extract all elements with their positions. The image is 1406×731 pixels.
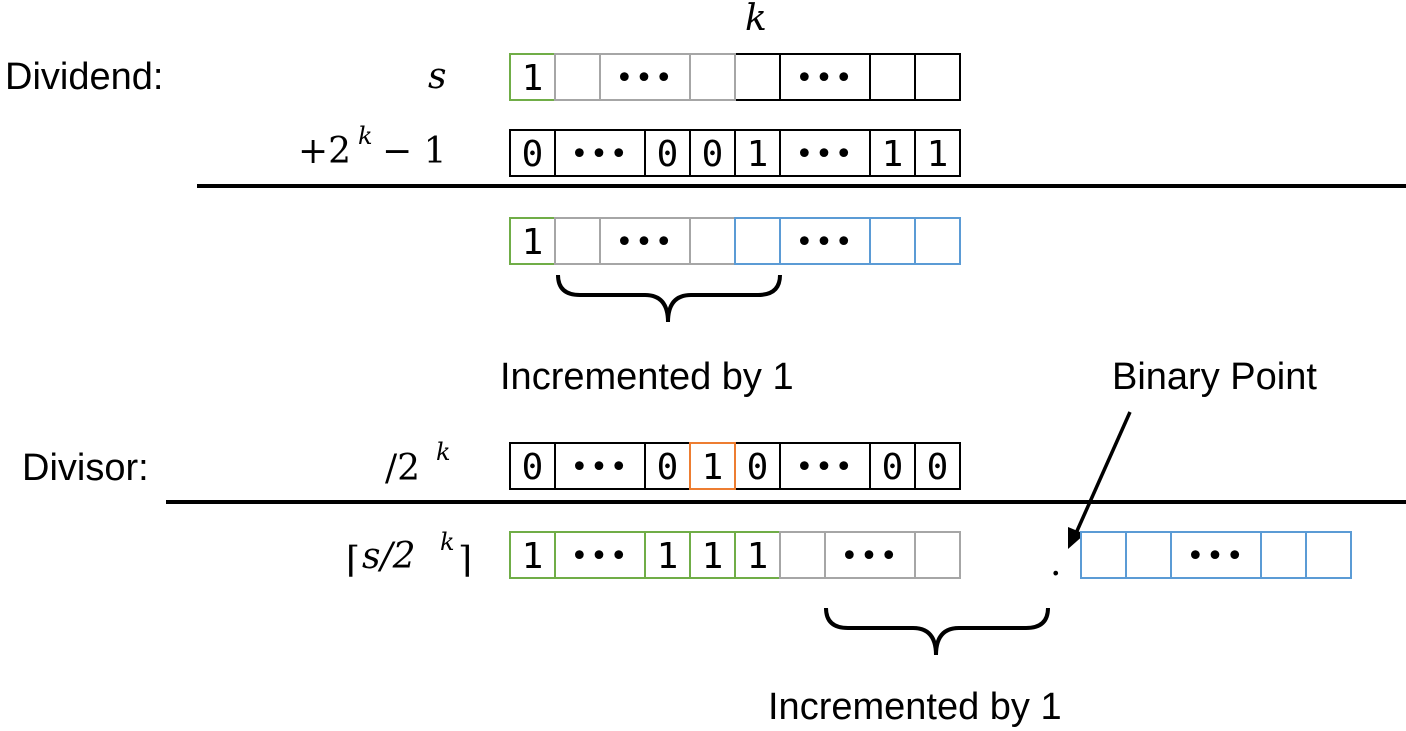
row-addend-cell-3-text: 0	[702, 134, 724, 175]
row-fraction-cell-4	[1305, 531, 1352, 579]
row-s-cell-0-text: 1	[522, 58, 544, 99]
row-fraction-cell-2-text: •••	[1186, 539, 1245, 574]
binary-point-dot: .	[1050, 543, 1061, 584]
row-s-cell-5	[779, 53, 871, 101]
row-sum-cell-5-text: •••	[795, 225, 854, 260]
row-divisor-cell-5	[779, 442, 871, 490]
row-sum-cell-0	[509, 217, 556, 265]
row-sum-cell-2-text: •••	[615, 225, 674, 260]
brace-upper	[556, 274, 782, 323]
row-quotient-cell-6	[824, 531, 916, 579]
row-sum-cell-0-text: 1	[522, 222, 544, 263]
row-s-cell-2-text: •••	[615, 61, 674, 96]
divisor-label: Divisor:	[22, 447, 149, 489]
binary-point-label: Binary Point	[1112, 356, 1317, 398]
row-divisor-cell-4	[734, 442, 781, 490]
row-addend-cell-5	[779, 129, 871, 177]
row-addend-cell-6-text: 1	[882, 134, 904, 175]
row-addend-cell-7	[914, 129, 961, 177]
ceiling-inner: s/2	[362, 536, 416, 577]
row-s-cell-4	[734, 53, 781, 101]
row-addend-cell-4-text: 1	[747, 134, 769, 175]
row-divisor-cell-1-text: •••	[570, 450, 629, 485]
row-addend-cell-1-text: •••	[570, 137, 629, 172]
ceiling-expression: ⌈ s/2 k ⌉	[346, 528, 472, 581]
addend-prefix: +2	[298, 131, 351, 172]
row-quotient-cell-4-text: 1	[747, 536, 769, 577]
k-label: k	[745, 0, 767, 39]
divisor-expression: /2 k	[385, 438, 451, 489]
row-addend-cell-7-text: 1	[927, 134, 949, 175]
incremented-label-lower: Incremented by 1	[768, 686, 1062, 728]
row-quotient-cell-5	[779, 531, 826, 579]
row-fraction-cell-1	[1125, 531, 1172, 579]
row-s-cell-5-text: •••	[795, 61, 854, 96]
row-divisor-cell-2-text: 0	[657, 447, 679, 488]
row-addend-cell-0	[509, 129, 556, 177]
row-quotient-cell-1-text: •••	[570, 539, 629, 574]
row-divisor-cell-7-text: 0	[927, 447, 949, 488]
row-sum-cell-4	[734, 217, 781, 265]
row-sum-cell-1	[554, 217, 601, 265]
row-quotient-cell-6-text: •••	[840, 539, 899, 574]
row-s-cell-3	[689, 53, 736, 101]
row-addend-cell-0-text: 0	[522, 134, 544, 175]
row-divisor-cell-3-text: 1	[702, 447, 724, 488]
row-addend-cell-3	[689, 129, 736, 177]
ceiling-close: ⌉	[458, 540, 472, 581]
row-s-cell-2	[599, 53, 691, 101]
row-quotient-cell-2-text: 1	[657, 536, 679, 577]
dividend-label: Dividend:	[5, 56, 163, 98]
ceiling-open: ⌈	[346, 540, 360, 581]
s-symbol: s	[428, 56, 446, 97]
row-quotient-cell-7	[914, 531, 961, 579]
row-divisor-cell-3	[689, 442, 736, 490]
row-sum-cell-6	[869, 217, 916, 265]
row-divisor-cell-6-text: 0	[882, 447, 904, 488]
row-divisor-cell-0	[509, 442, 556, 490]
row-s-cell-7	[914, 53, 961, 101]
incremented-label-upper: Incremented by 1	[500, 356, 794, 398]
row-quotient-cell-3	[689, 531, 736, 579]
ceiling-exponent: k	[440, 528, 455, 556]
row-quotient-cell-1	[554, 531, 646, 579]
row-s-cell-6	[869, 53, 916, 101]
brace-lower	[824, 607, 1050, 656]
row-divisor-cell-6	[869, 442, 916, 490]
row-divisor-cell-7	[914, 442, 961, 490]
row-fraction-cell-0	[1080, 531, 1127, 579]
row-divisor-cell-2	[644, 442, 691, 490]
row-sum-cell-3	[689, 217, 736, 265]
row-addend-cell-1	[554, 129, 646, 177]
row-addend-cell-2	[644, 129, 691, 177]
row-divisor-cell-1	[554, 442, 646, 490]
divisor-prefix: /2	[385, 448, 420, 489]
addend-exponent: k	[358, 122, 373, 150]
row-quotient-cell-0-text: 1	[522, 536, 544, 577]
row-fraction-cell-2	[1170, 531, 1262, 579]
row-divisor-cell-0-text: 0	[522, 447, 544, 488]
row-quotient-cell-3-text: 1	[702, 536, 724, 577]
binary-point-arrow	[1075, 411, 1132, 532]
row-s-cell-1	[554, 53, 601, 101]
row-fraction-cell-3	[1260, 531, 1307, 579]
row-divisor-cell-5-text: •••	[795, 450, 854, 485]
divisor-exponent: k	[436, 438, 451, 466]
row-divisor-cell-4-text: 0	[747, 447, 769, 488]
addend-suffix: − 1	[382, 131, 447, 172]
row-sum-cell-7	[914, 217, 961, 265]
row-addend-cell-5-text: •••	[795, 137, 854, 172]
row-sum-cell-2	[599, 217, 691, 265]
addend-expression: +2 k − 1	[298, 122, 447, 172]
row-addend-cell-2-text: 0	[657, 134, 679, 175]
